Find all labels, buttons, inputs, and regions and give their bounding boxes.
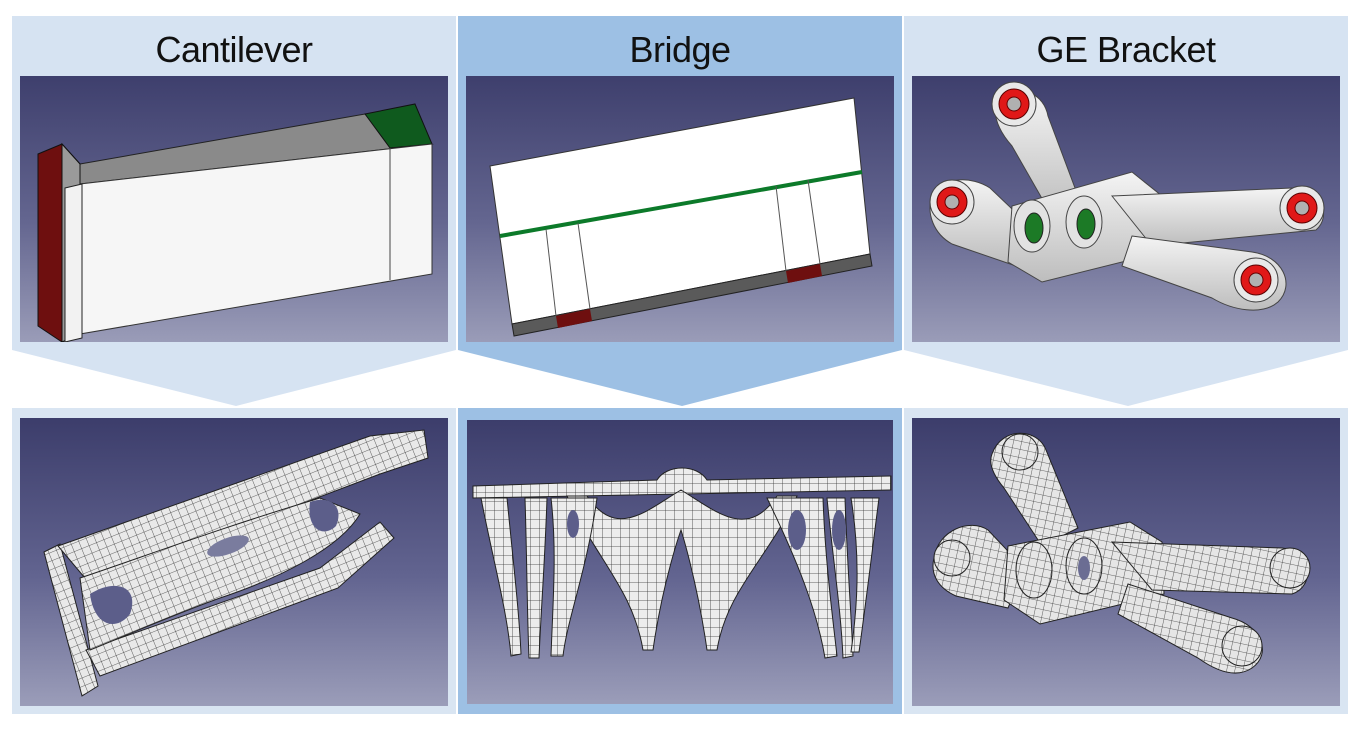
ge-bracket-optimized-panel <box>904 408 1348 714</box>
arrow-down-bridge <box>458 350 902 406</box>
ge-bracket-optimized-view <box>912 418 1340 706</box>
panel-title: Bridge <box>629 29 731 70</box>
panel-ge-bracket: GE Bracket <box>904 16 1348 350</box>
bridge-optimized-panel <box>458 408 902 714</box>
bridge-design-domain-view <box>466 76 894 342</box>
cantilever-design-domain-view <box>20 76 448 342</box>
arrow-down-cantilever <box>12 350 456 406</box>
bridge-optimized-view <box>467 420 893 704</box>
cantilever-optimized-panel <box>12 408 456 714</box>
panel-title: GE Bracket <box>1036 29 1216 70</box>
panel-bridge: Bridge <box>458 16 902 350</box>
panel-title: Cantilever <box>155 29 313 70</box>
cantilever-optimized-view <box>20 418 448 706</box>
ge-bracket-design-domain-view <box>912 76 1340 342</box>
arrow-down-ge-bracket <box>904 350 1348 406</box>
panel-cantilever: Cantilever <box>12 16 456 350</box>
